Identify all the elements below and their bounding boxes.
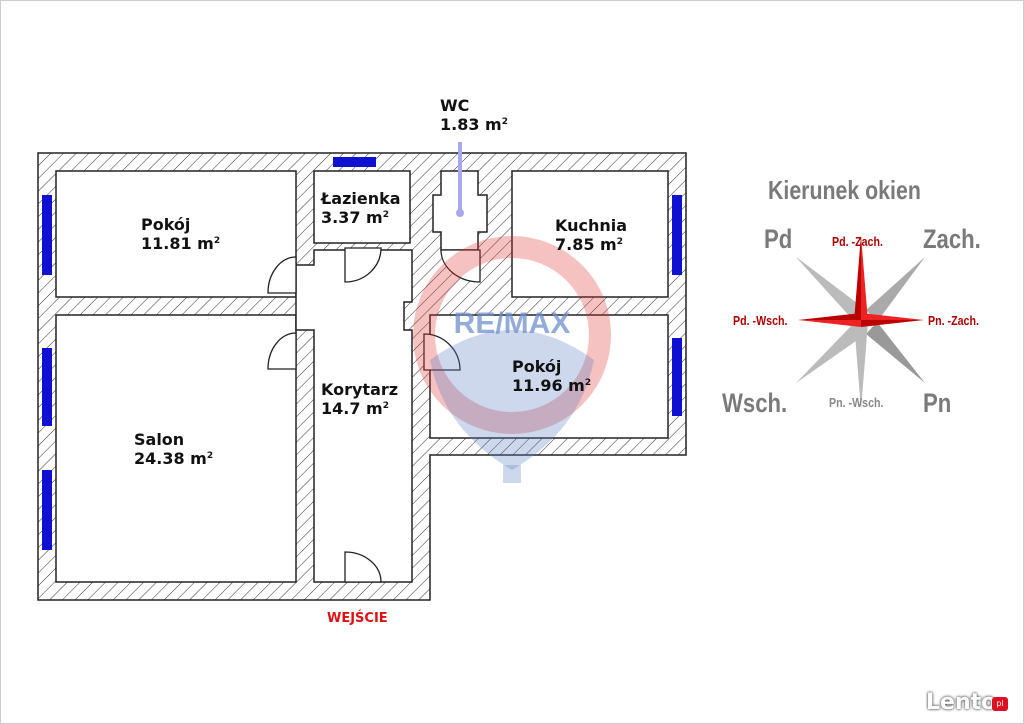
room-area: 11.96 m: [512, 376, 585, 395]
unit: 2: [382, 401, 389, 411]
unit: 2: [616, 237, 623, 247]
room-area: 11.81 m: [141, 234, 214, 253]
room-area: 1.83 m: [440, 115, 502, 134]
door: [344, 247, 382, 283]
compass-wsch: Wsch.: [722, 388, 788, 418]
doors: [267, 247, 481, 583]
wc-pointer-dot: [456, 209, 464, 217]
door: [267, 256, 297, 294]
watermark-text: RE/MAX: [454, 307, 571, 340]
compass-title: Kierunek okien: [768, 175, 921, 205]
compass-pd: Pd: [764, 224, 793, 254]
room-salon: [55, 314, 297, 583]
room-area: 7.85 m: [555, 235, 617, 254]
door: [423, 333, 461, 371]
room-kuchnia: [511, 170, 669, 298]
window: [672, 338, 682, 416]
room-area: 24.38 m: [134, 449, 207, 468]
remax-watermark: RE/MAX: [413, 236, 611, 483]
room-area: 14.7 m: [321, 399, 383, 418]
room-name: Pokój: [512, 357, 562, 376]
room-name: Pokój: [141, 215, 191, 234]
door: [267, 332, 297, 370]
compass-pd-zach: Pd. -Zach.: [832, 234, 883, 249]
room-name: Kuchnia: [555, 216, 628, 235]
compass-rose-icon: [796, 235, 925, 410]
windows: [42, 157, 682, 550]
door: [440, 249, 481, 283]
compass-pd-wsch: Pd. -Wsch.: [733, 313, 788, 328]
room-name: Salon: [134, 430, 185, 449]
window: [672, 195, 682, 275]
entrance-label: WEJŚCIE: [327, 611, 388, 626]
room-lazienka: [313, 170, 411, 244]
unit: 2: [213, 236, 221, 246]
compass-pn: Pn: [923, 388, 952, 418]
room-name: Korytarz: [321, 380, 399, 399]
room-pokoj-1: [55, 170, 297, 298]
compass-pn-zach: Pn. -Zach.: [928, 313, 979, 328]
window: [333, 157, 376, 167]
compass-zach: Zach.: [923, 224, 981, 254]
unit: 2: [501, 117, 508, 127]
lento-logo-suffix: pl: [992, 697, 1008, 711]
window: [42, 195, 52, 275]
door: [344, 551, 382, 583]
compass-pn-wsch: Pn. -Wsch.: [829, 395, 884, 410]
unit: 2: [382, 210, 389, 220]
room-name: Łazienka: [321, 189, 401, 208]
room-area: 3.37 m: [321, 208, 383, 227]
room-name: WC: [440, 96, 470, 115]
window: [42, 348, 52, 426]
unit: 2: [584, 378, 592, 388]
room-pokoj-2: [429, 314, 669, 439]
unit: 2: [206, 451, 214, 461]
lento-logo: Lento: [926, 690, 997, 715]
window: [42, 470, 52, 550]
